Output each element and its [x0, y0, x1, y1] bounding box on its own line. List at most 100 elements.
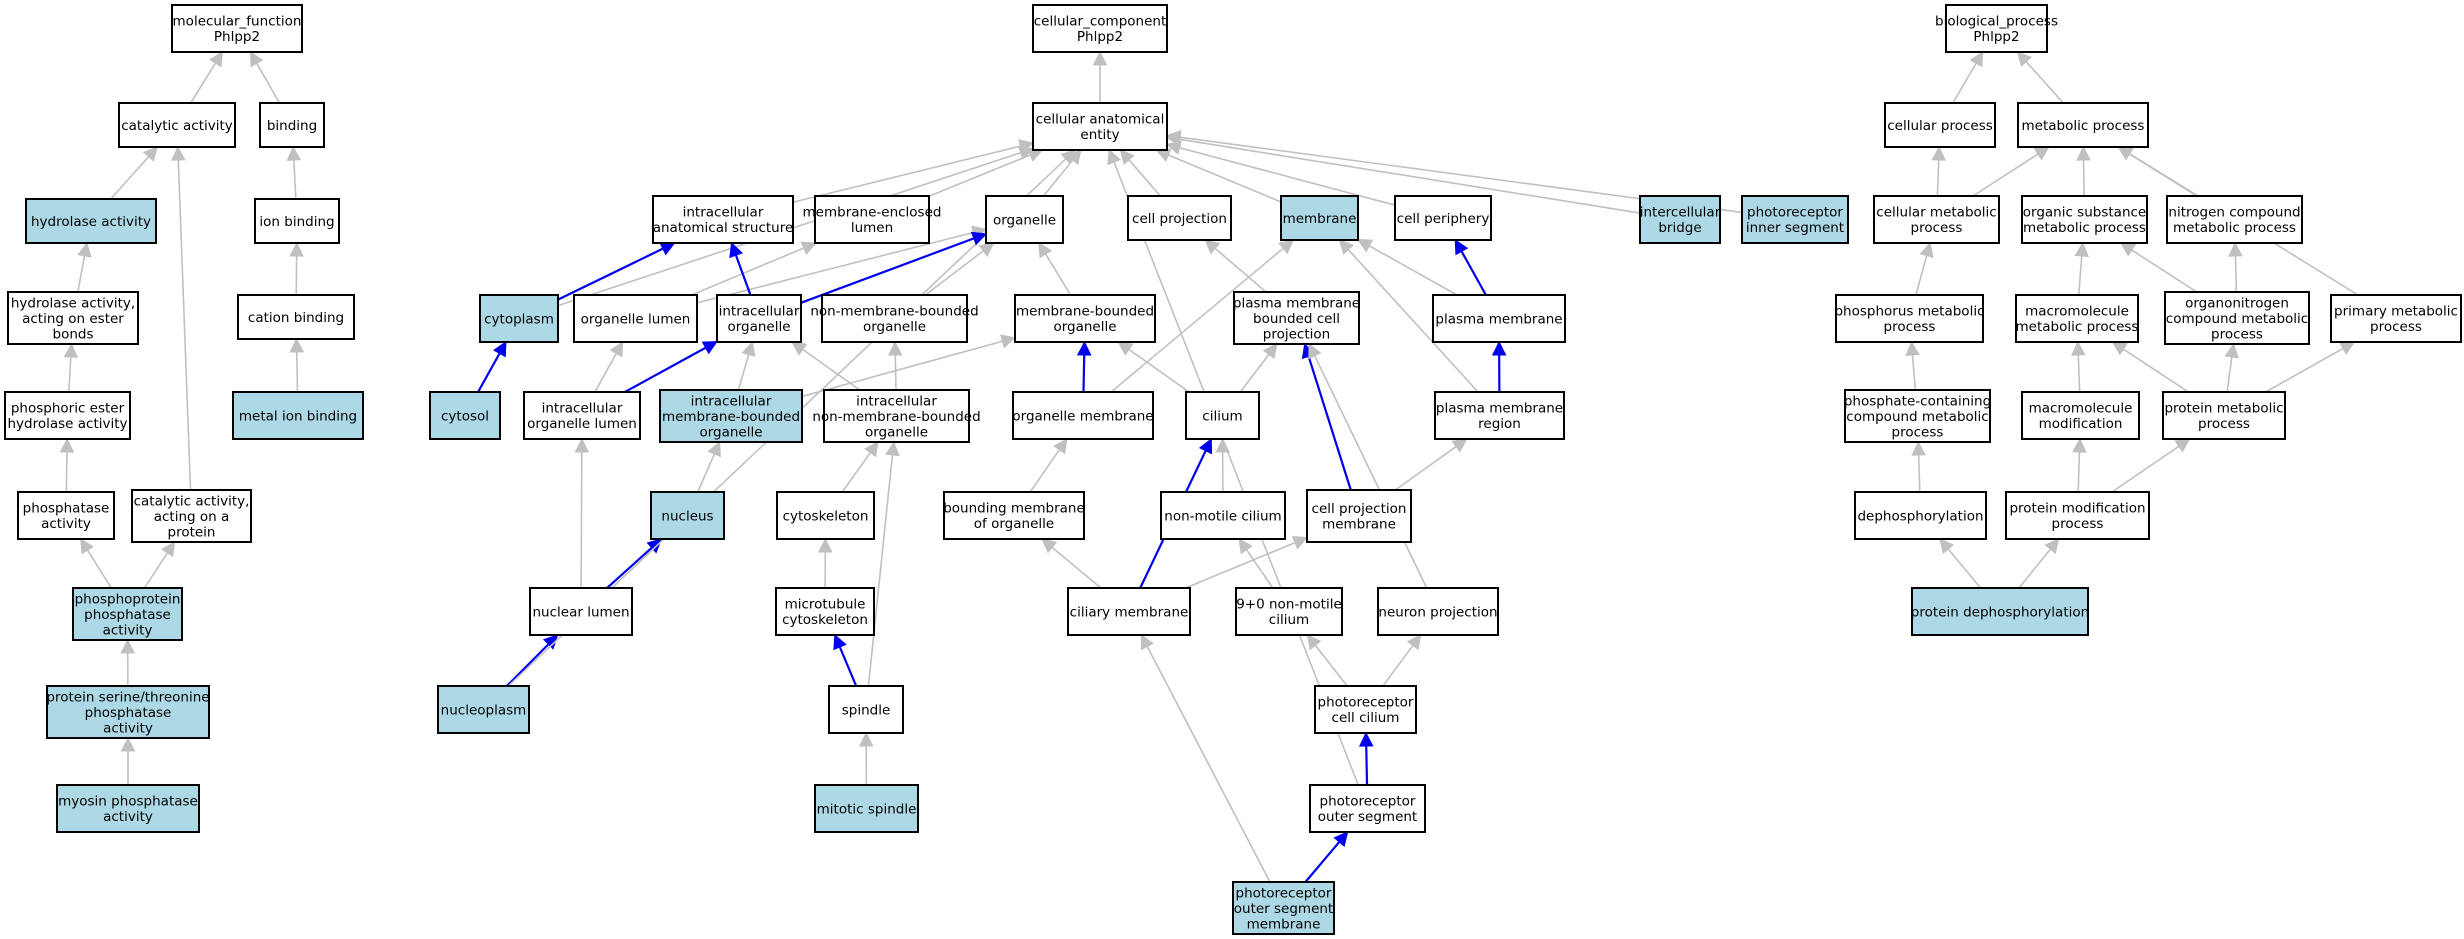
node-label-line: catalytic activity, [134, 493, 250, 509]
go-term-node-non-motile-cilium[interactable]: non-motile cilium [1160, 491, 1286, 540]
node-label-line: process [2198, 416, 2250, 432]
go-term-node-ciliary-membrane[interactable]: ciliary membrane [1067, 587, 1191, 636]
go-term-node-mitotic-spindle[interactable]: mitotic spindle [814, 784, 919, 833]
go-term-node-catalytic-activity[interactable]: catalytic activity [118, 102, 236, 148]
node-box [2166, 195, 2303, 244]
go-term-node-protein-dephosphorylation[interactable]: protein dephosphorylation [1911, 587, 2089, 636]
go-term-node-organelle[interactable]: organelle [985, 195, 1064, 244]
go-term-node-nucleus[interactable]: nucleus [650, 491, 725, 540]
go-term-node-cilium[interactable]: cilium [1185, 391, 1260, 440]
go-term-node-organelle-membrane[interactable]: organelle membrane [1012, 391, 1154, 440]
go-term-node-spindle[interactable]: spindle [828, 685, 904, 734]
node-label-line: nuclear lumen [532, 604, 629, 620]
node-label-line: activity [103, 622, 153, 638]
arrowhead-neuron-projection [1406, 634, 1422, 651]
go-term-node-intracellular-nmb-organelle[interactable]: intracellularnon-membrane-boundedorganel… [812, 389, 981, 443]
node-label-line: organelle [1053, 319, 1116, 335]
node-box [56, 784, 200, 833]
arrowhead-cellular-anatomical-entity [1119, 149, 1135, 165]
go-term-node-neuron-projection[interactable]: neuron projection [1377, 587, 1499, 636]
go-term-node-cellular-process[interactable]: cellular process [1884, 102, 1996, 148]
node-label-line: metabolic process [2022, 118, 2145, 134]
go-term-node-cell-projection[interactable]: cell projection [1127, 195, 1232, 241]
go-term-node-ser-thr-phosphatase[interactable]: protein serine/threoninephosphataseactiv… [46, 685, 210, 739]
edge-hydrolase-ester-to-hydrolase-activity [77, 255, 86, 293]
go-term-node-nucleoplasm[interactable]: nucleoplasm [437, 685, 530, 734]
arrowhead-nucleus [646, 538, 663, 554]
node-label-line: protein [168, 524, 216, 540]
go-term-node-plasma-membrane[interactable]: plasma membrane [1432, 294, 1566, 343]
go-term-node-dephosphorylation[interactable]: dephosphorylation [1854, 491, 1987, 540]
node-label-line: ion binding [259, 214, 334, 230]
node-box [2017, 102, 2149, 148]
node-label-line: phosphate-containing [1844, 393, 1991, 409]
go-term-node-cation-binding[interactable]: cation binding [237, 294, 355, 340]
arrowhead-plasma-membrane [1491, 340, 1507, 356]
go-term-node-nuclear-lumen[interactable]: nuclear lumen [529, 587, 633, 636]
go-term-node-membrane[interactable]: membrane [1280, 195, 1359, 241]
edge-nucleoplasm-to-nuclear-lumen [506, 643, 550, 687]
go-term-node-cytoplasm[interactable]: cytoplasm [479, 294, 559, 343]
go-term-node-cell-periphery[interactable]: cell periphery [1394, 195, 1492, 241]
arrowhead-cilium [1198, 437, 1213, 455]
arrowhead-intracellular-anatomical [729, 241, 744, 259]
go-term-node-binding[interactable]: binding [259, 102, 325, 148]
go-term-node-hydrolase-activity[interactable]: hydrolase activity [25, 198, 157, 244]
edge-phosphatase-activity-to-phosphoric-ester [65, 451, 68, 493]
arrowhead-cytoskeleton [817, 537, 833, 553]
node-box [2021, 195, 2148, 244]
node-box [1945, 4, 2048, 53]
node-box [1280, 195, 1359, 241]
go-term-node-cytoskeleton[interactable]: cytoskeleton [776, 491, 875, 540]
arrowhead-mf-root [249, 51, 264, 68]
go-term-node-organelle-lumen[interactable]: organelle lumen [573, 294, 698, 343]
node-label-line: cilium [1269, 612, 1309, 628]
go-term-node-cytosol[interactable]: cytosol [429, 391, 501, 440]
node-label-line: metal ion binding [239, 408, 357, 424]
go-term-node-ion-binding[interactable]: ion binding [254, 198, 340, 244]
go-term-node-metal-ion-binding[interactable]: metal ion binding [232, 391, 364, 440]
go-term-node-metabolic-process[interactable]: metabolic process [2017, 102, 2149, 148]
arrowhead-organelle-membrane [1053, 438, 1068, 455]
edge-phosphate-containing-to-phosphorus-metabolic [1911, 354, 1917, 391]
